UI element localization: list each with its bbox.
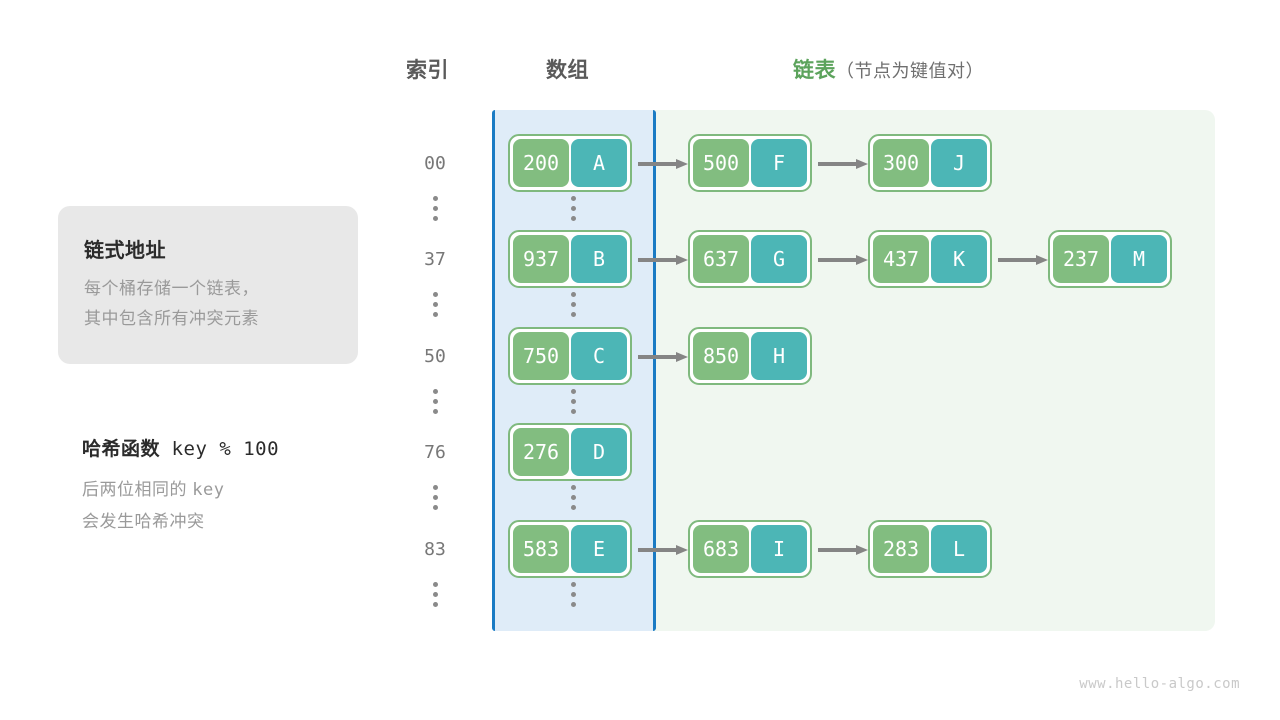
index-ellipsis-1 [425,196,445,221]
hash-note-line2: 会发生哈希冲突 [82,512,205,531]
hash-function-label: 哈希函数 [82,439,161,460]
node-value: C [571,332,627,380]
array-ellipsis-5 [563,582,583,607]
info-card-body-line-1: 每个桶存储一个链表， [84,279,259,298]
node-key: 583 [513,525,569,573]
node-value: L [931,525,987,573]
next-pointer-arrow-icon [638,545,688,555]
header-array: 数组 [546,59,589,82]
node-key: 276 [513,428,569,476]
bucket-index-83: 83 [424,539,446,560]
info-card-body: 每个桶存储一个链表， 其中包含所有冲突元素 [84,274,259,334]
array-ellipsis-1 [563,196,583,221]
index-ellipsis-3 [425,389,445,414]
next-pointer-arrow-icon [818,159,868,169]
node-key: 283 [873,525,929,573]
header-linked-list-sub: （节点为键值对） [836,61,984,81]
next-pointer-arrow-icon [998,255,1048,265]
node-value: J [931,139,987,187]
watermark: www.hello-algo.com [1079,676,1240,692]
node-value: E [571,525,627,573]
node-key: 437 [873,235,929,283]
header-linked-list: 链表（节点为键值对） [793,54,984,84]
node-value: D [571,428,627,476]
next-pointer-arrow-icon [818,545,868,555]
node-value: K [931,235,987,283]
node-key: 750 [513,332,569,380]
next-pointer-arrow-icon [818,255,868,265]
header-index: 索引 [406,59,449,82]
node-value: B [571,235,627,283]
node-key: 237 [1053,235,1109,283]
bucket-index-00: 00 [424,153,446,174]
array-ellipsis-2 [563,292,583,317]
next-pointer-arrow-icon [638,352,688,362]
node-value: H [751,332,807,380]
next-pointer-arrow-icon [638,159,688,169]
node-value: G [751,235,807,283]
index-ellipsis-2 [425,292,445,317]
info-card-body-line-2: 其中包含所有冲突元素 [84,309,259,328]
node-value: F [751,139,807,187]
header-linked-list-main: 链表 [793,59,836,82]
node-value: A [571,139,627,187]
index-ellipsis-5 [425,582,445,607]
node-key: 637 [693,235,749,283]
hash-note-line1-key: key [192,480,225,500]
node-key: 500 [693,139,749,187]
info-card: 链式地址 每个桶存储一个链表， 其中包含所有冲突元素 [58,206,358,364]
hash-function-note: 后两位相同的 key 会发生哈希冲突 [82,474,224,537]
bucket-index-76: 76 [424,442,446,463]
node-value: I [751,525,807,573]
hash-function-title: 哈希函数 key % 100 [82,434,279,461]
array-ellipsis-4 [563,485,583,510]
hash-function-expression: key % 100 [171,438,280,460]
index-ellipsis-4 [425,485,445,510]
array-ellipsis-3 [563,389,583,414]
info-card-title: 链式地址 [84,240,166,262]
node-key: 683 [693,525,749,573]
node-key: 300 [873,139,929,187]
node-key: 200 [513,139,569,187]
hash-note-line1-prefix: 后两位相同的 [82,480,193,499]
next-pointer-arrow-icon [638,255,688,265]
bucket-index-37: 37 [424,249,446,270]
node-value: M [1111,235,1167,283]
node-key: 937 [513,235,569,283]
node-key: 850 [693,332,749,380]
bucket-index-50: 50 [424,346,446,367]
